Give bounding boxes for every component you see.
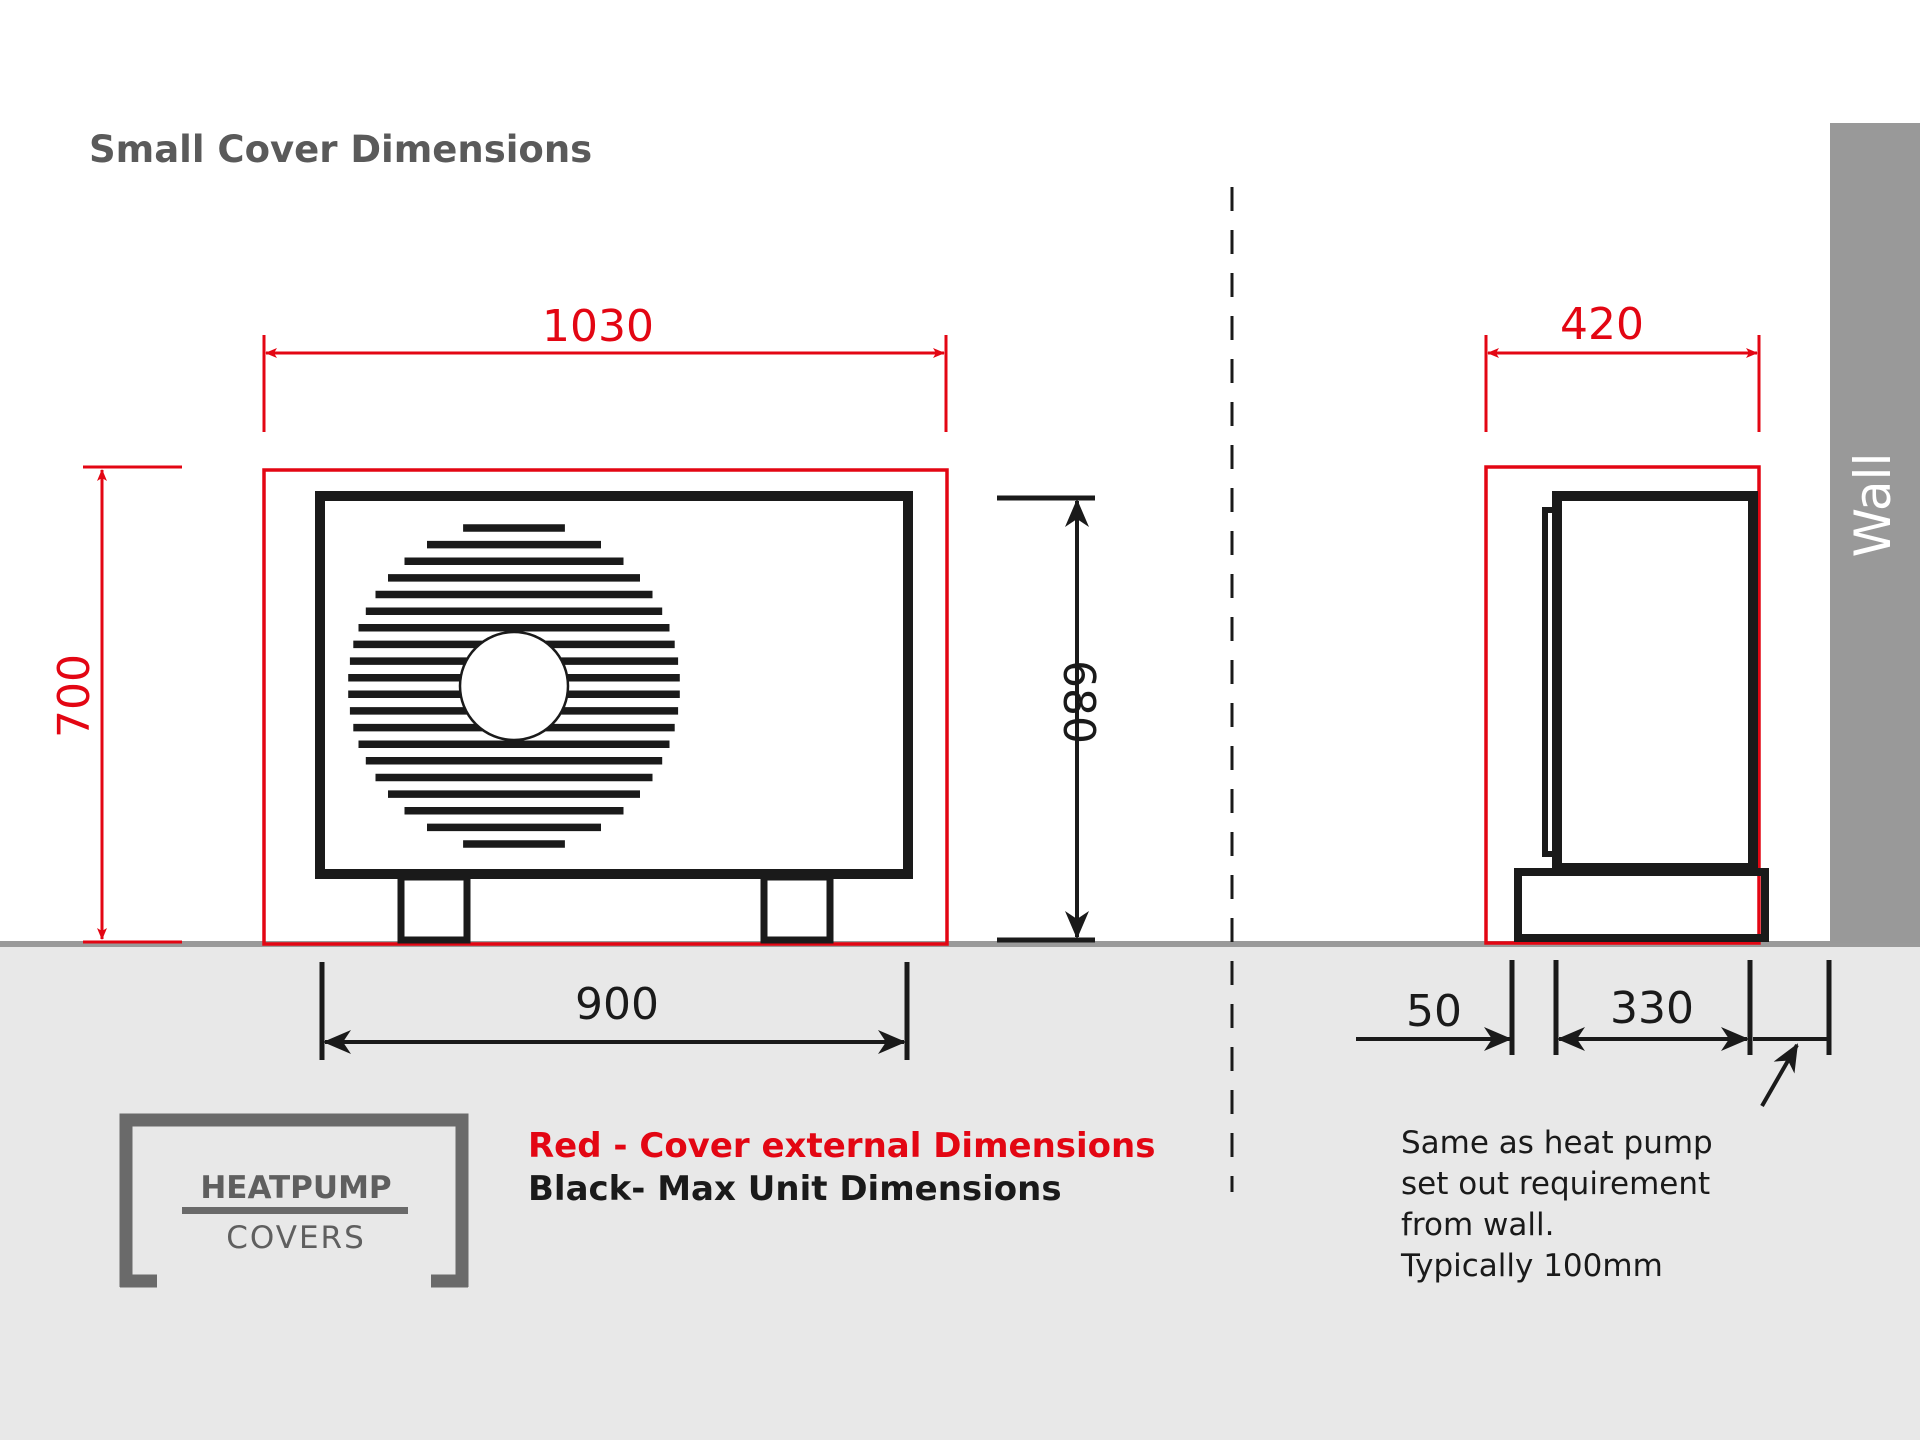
unit-depth-label: 330 <box>1610 983 1694 1034</box>
fan-hub <box>458 630 570 742</box>
unit-foot-left <box>397 873 471 944</box>
unit-height-label: 680 <box>1053 660 1104 744</box>
legend-black: Black- Max Unit Dimensions <box>528 1169 1062 1209</box>
offset-label: 50 <box>1406 986 1462 1037</box>
wall-gap-pointer <box>1760 1043 1799 1107</box>
wall <box>1830 123 1920 943</box>
page-title: Small Cover Dimensions <box>89 128 592 171</box>
unit-width-label: 900 <box>575 979 659 1030</box>
note-line-2: set out requirement <box>1401 1166 1710 1202</box>
setout-note: Same as heat pump set out requirement fr… <box>1400 1125 1713 1284</box>
unit-foot-right <box>760 873 834 944</box>
legend-red: Red - Cover external Dimensions <box>528 1126 1155 1166</box>
logo-text-bottom: COVERS <box>226 1220 366 1256</box>
note-line-3: from wall. <box>1401 1207 1554 1243</box>
logo-frame <box>119 1113 469 1287</box>
wall-label: Wall <box>1844 453 1902 558</box>
unit-body-side <box>1552 491 1758 873</box>
cover-width-label: 1030 <box>542 301 654 352</box>
fan-grille <box>348 524 680 848</box>
cover-depth-label: 420 <box>1560 299 1644 350</box>
brand-logo: HEATPUMP COVERS <box>119 1113 469 1288</box>
unit-body-front <box>315 491 913 879</box>
front-view: 1030 700 680 900 <box>49 301 1104 1060</box>
note-line-4: Typically 100mm <box>1400 1248 1663 1284</box>
unit-side-panel <box>1542 507 1560 857</box>
cover-height-label: 700 <box>49 654 100 738</box>
logo-bar <box>182 1207 408 1214</box>
logo-text-top: HEATPUMP <box>200 1170 391 1206</box>
unit-base-side <box>1514 868 1769 942</box>
note-line-1: Same as heat pump <box>1401 1125 1713 1161</box>
cover-outline-front <box>262 468 949 946</box>
side-view: 420 50 330 <box>1356 299 1832 1107</box>
cover-outline-side <box>1484 465 1761 945</box>
